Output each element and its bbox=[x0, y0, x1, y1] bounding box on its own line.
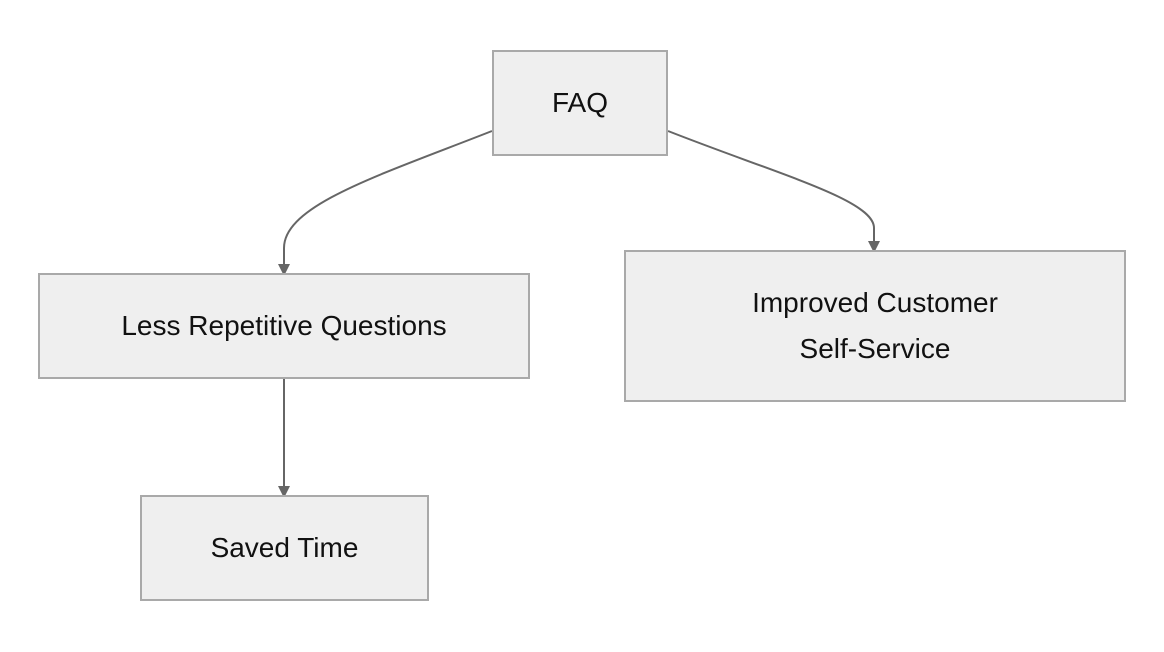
node-saved-time: Saved Time bbox=[140, 495, 429, 601]
node-improved-customer-self-service-label: Improved Customer Self-Service bbox=[752, 287, 998, 364]
node-faq: FAQ bbox=[492, 50, 668, 156]
node-improved-customer-self-service: Improved Customer Self-Service bbox=[624, 250, 1126, 402]
node-less-repetitive-questions-label: Less Repetitive Questions bbox=[121, 310, 447, 341]
node-faq-label: FAQ bbox=[551, 87, 608, 118]
node-saved-time-label: Saved Time bbox=[210, 532, 359, 563]
edge-faq-to-improved-self-service bbox=[667, 130, 880, 253]
edge-faq-to-less-repetitive bbox=[278, 130, 493, 276]
node-less-repetitive-questions: Less Repetitive Questions bbox=[38, 273, 530, 379]
